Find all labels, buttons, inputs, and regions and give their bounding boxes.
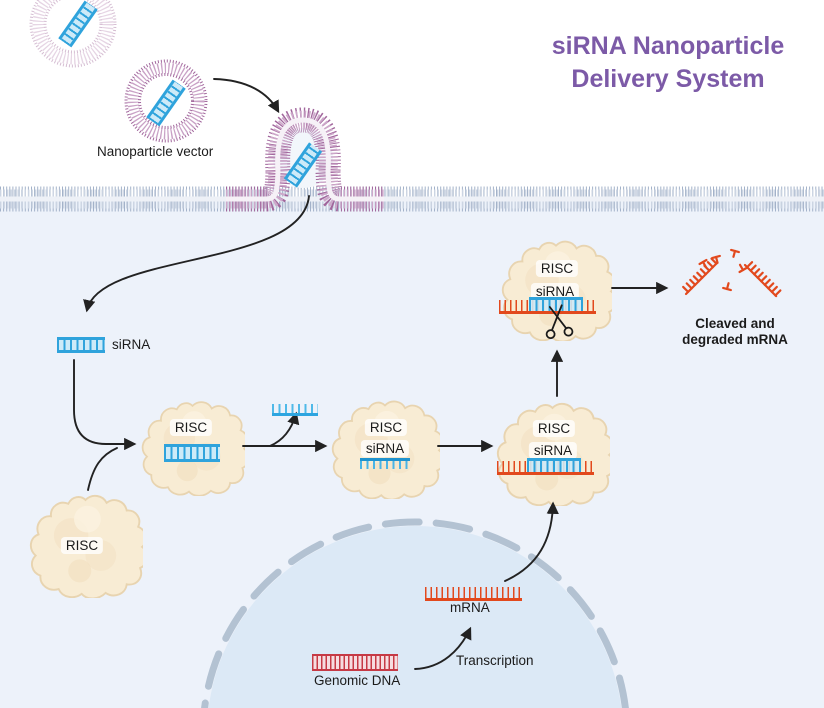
risc-label: RISC <box>364 419 408 436</box>
cleaved-mrna-label: Cleaved and degraded mRNA <box>660 316 810 348</box>
sirna-duplex-icon <box>283 142 323 188</box>
sirna-label: siRNA <box>360 440 410 457</box>
cleaved-mrna-label-line1: Cleaved and <box>695 316 775 331</box>
mrna-label: mRNA <box>450 600 490 615</box>
mrna-fragments-icon <box>682 248 782 298</box>
mrna-strand-icon <box>425 587 522 601</box>
sirna-duplex-icon <box>529 297 583 311</box>
genomic-dna-label: Genomic DNA <box>314 673 401 688</box>
scissors-icon <box>545 304 574 340</box>
sirna-duplex-icon <box>164 444 220 462</box>
diagram-title-line2: Delivery System <box>571 65 765 93</box>
sirna-label: siRNA <box>530 283 580 300</box>
nanoparticle-vector-label: Nanoparticle vector <box>97 144 214 159</box>
guide-strand-icon <box>360 458 410 469</box>
risc-label: RISC <box>535 260 579 277</box>
sirna-label: siRNA <box>528 442 578 459</box>
sirna-duplex-icon <box>527 458 581 472</box>
diagram-title-line1: siRNA Nanoparticle <box>551 32 785 60</box>
risc-label: RISC <box>169 419 213 436</box>
sirna-label: siRNA <box>112 337 151 352</box>
diagram-title: siRNA Nanoparticle Delivery System <box>538 30 798 96</box>
passenger-strand-icon <box>272 404 318 416</box>
risc-label: RISC <box>532 420 576 437</box>
genomic-dna-icon <box>312 654 398 671</box>
sirna-duplex-icon <box>57 337 105 353</box>
arrow-nanoparticle-to-membrane <box>213 78 280 114</box>
cleaved-mrna-label-line2: degraded mRNA <box>682 332 788 347</box>
transcription-label: Transcription <box>456 653 534 668</box>
risc-label: RISC <box>60 537 104 554</box>
